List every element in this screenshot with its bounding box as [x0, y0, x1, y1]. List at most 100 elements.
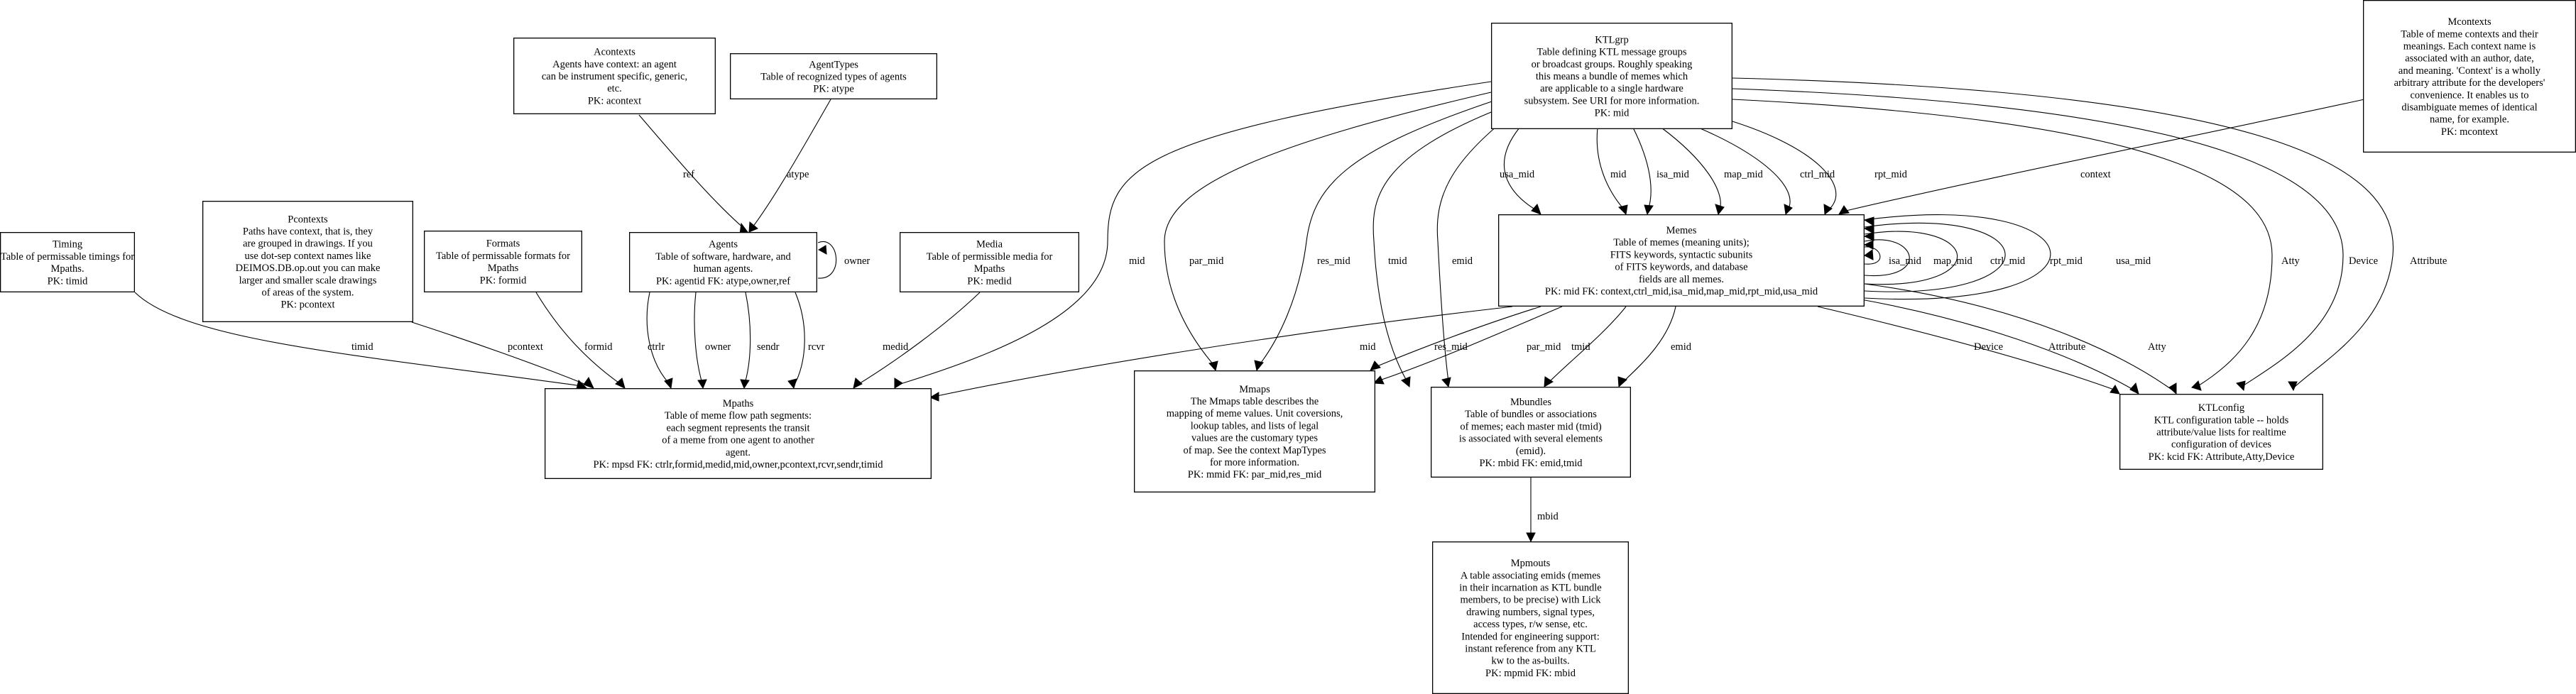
edge-memes-mpaths: mid [929, 306, 1513, 402]
ktlgrp-title: KTLgrp [1595, 34, 1629, 45]
edge-ktlgrp-memes-rpt: rpt_mid [1718, 116, 1908, 215]
mpmouts-text-line: PK: mpmid FK: mbid [1485, 668, 1576, 679]
mmaps-text-line: for more information. [1210, 457, 1299, 468]
arrowhead [2288, 381, 2298, 392]
edge-timing-mpaths: timid [134, 292, 588, 390]
arrowhead [1617, 376, 1627, 388]
edge-memes-ktlconfig-atty: Atty [1864, 283, 2177, 395]
edge-label-ref: ref [683, 169, 694, 180]
arrowhead [1644, 204, 1654, 216]
formats-text-line: Table of permissable formats for [436, 250, 570, 262]
arrowhead [1254, 360, 1264, 372]
timing-text-line: PK: timid [48, 275, 89, 287]
edge-memes-ktlconfig-device: Device [1817, 306, 2120, 395]
arrowhead [1208, 360, 1218, 372]
node-agents-box [629, 231, 818, 292]
acontexts-text-line: etc. [607, 83, 622, 94]
edge-label-atype: atype [787, 169, 809, 180]
acontexts-title: Acontexts [594, 47, 635, 58]
edge-formats-mpaths: formid [535, 292, 626, 389]
media-text-line: PK: medid [967, 275, 1012, 287]
edge-label-ktlgrp-rpt: rpt_mid [1874, 169, 1908, 180]
acontexts-text-line: PK: acontext [588, 95, 641, 106]
edge-agenttypes-agents: atype [748, 99, 831, 233]
agents-text-line: Table of software, hardware, and [655, 251, 791, 263]
edge-label-ktlgrp-res: res_mid [1317, 255, 1350, 267]
edge-label-ktlgrp-tmid: tmid [1388, 255, 1407, 267]
edge-label-ctrlr: ctrlr [648, 341, 665, 353]
edge-line [1596, 127, 1625, 211]
ktlgrp-text-line: are applicable to a single hardware [1540, 83, 1683, 94]
edge-label-memes-attribute: Attribute [2048, 341, 2085, 353]
edge-label-context: context [2080, 169, 2111, 180]
edge-line [1689, 123, 1791, 211]
memes-title: Memes [1666, 225, 1697, 236]
edge-agents-mpaths-rcvr: rcvr [787, 292, 825, 390]
edge-line [933, 306, 1513, 397]
mpaths-text-line: Table of meme flow path segments: [665, 410, 812, 422]
mpmouts-text-line: instant reference from any KTL [1465, 644, 1595, 655]
pcontexts-text-line: DEIMOS.DB.op.out you can make [236, 263, 381, 274]
mbundles-text-line: is associated with several elements [1459, 434, 1603, 445]
arrowhead [1401, 376, 1411, 387]
node-formats-box [424, 230, 583, 292]
mbundles-text-line: (emid). [1516, 446, 1546, 457]
ktlconfig-text-line: KTL configuration table -- holds [2154, 414, 2289, 426]
formats-text-line: Mpaths [488, 263, 519, 274]
edge-label-ktlgrp-atty: Atty [2281, 255, 2301, 267]
edge-label-self-ctrl: ctrl_mid [1990, 255, 2026, 267]
pcontexts-text-line: Paths have context, that is, they [243, 226, 373, 238]
edge-ktlgrp-mbundles-emid: emid [1436, 113, 1513, 388]
ktlgrp-text-line: Table defining KTL message groups [1537, 47, 1686, 58]
arrowhead [894, 378, 903, 389]
edge-memes-self-ctrl: ctrl_mid [1863, 231, 2026, 285]
node-mmaps-box [1134, 370, 1376, 493]
edge-label-medid: medid [883, 341, 909, 353]
agents-title: Agents [709, 239, 738, 250]
agenttypes-text-line: PK: atype [813, 84, 854, 95]
edge-ktlgrp-memes-ctrl: ctrl_mid [1689, 123, 1835, 216]
edge-ktlgrp-mbundles-tmid: tmid [1372, 106, 1506, 387]
edge-label-owner: owner [705, 341, 731, 353]
acontexts-text-line: Agents have context: an agent [552, 59, 677, 70]
edge-line [1845, 99, 2365, 211]
mbundles-text-line: Table of bundles or associations [1465, 409, 1597, 420]
arrowhead [664, 378, 673, 390]
edge-ktlgrp-mmaps-res: res_mid [1254, 99, 1499, 372]
agenttypes-title: AgentTypes [809, 59, 858, 70]
edge-label-ktlgrp-mid2: mid [1610, 169, 1627, 180]
media-text-line: Mpaths [974, 263, 1005, 275]
media-text-line: Table of permissible media for [927, 251, 1053, 263]
ktlconfig-title: KTLconfig [2198, 402, 2244, 414]
edge-ktlgrp-ktlconfig-device: Device [1732, 88, 2378, 392]
edge-label-formid: formid [584, 341, 613, 353]
edge-label-ktlgrp-par: par_mid [1189, 255, 1224, 267]
edge-line [817, 241, 837, 279]
edge-line [795, 292, 805, 384]
mpmouts-text-line: in their incarnation as KTL bundle [1459, 583, 1601, 594]
mpaths-text-line: of a meme from one agent to another [662, 435, 814, 446]
mcontexts-text-line: convenience. It enables us to [2410, 89, 2528, 101]
edge-line [1864, 214, 2051, 300]
edge-ktlgrp-memes-isa: isa_mid [1632, 127, 1690, 216]
formats-title: Formats [486, 238, 520, 250]
edge-label-timid: timid [351, 341, 373, 353]
mmaps-text-line: The Mmaps table describes the [1191, 396, 1319, 407]
mbundles-text-line: PK: mbid FK: emid,tmid [1479, 458, 1583, 469]
mbundles-text-line: of memes; each master mid (tmid) [1460, 421, 1601, 432]
edge-line [1732, 88, 2344, 387]
edge-line [857, 292, 981, 385]
mcontexts-title: Mcontexts [2447, 16, 2492, 28]
edge-label-ktlgrp-isa: isa_mid [1657, 169, 1690, 180]
edge-ktlgrp-memes-mid: mid [1596, 127, 1628, 216]
mpmouts-text-line: members, to be precise) with Lick [1460, 595, 1601, 606]
node-timing-box [0, 231, 135, 292]
edge-ktlgrp-ktlconfig-atty: Atty [1732, 99, 2301, 391]
